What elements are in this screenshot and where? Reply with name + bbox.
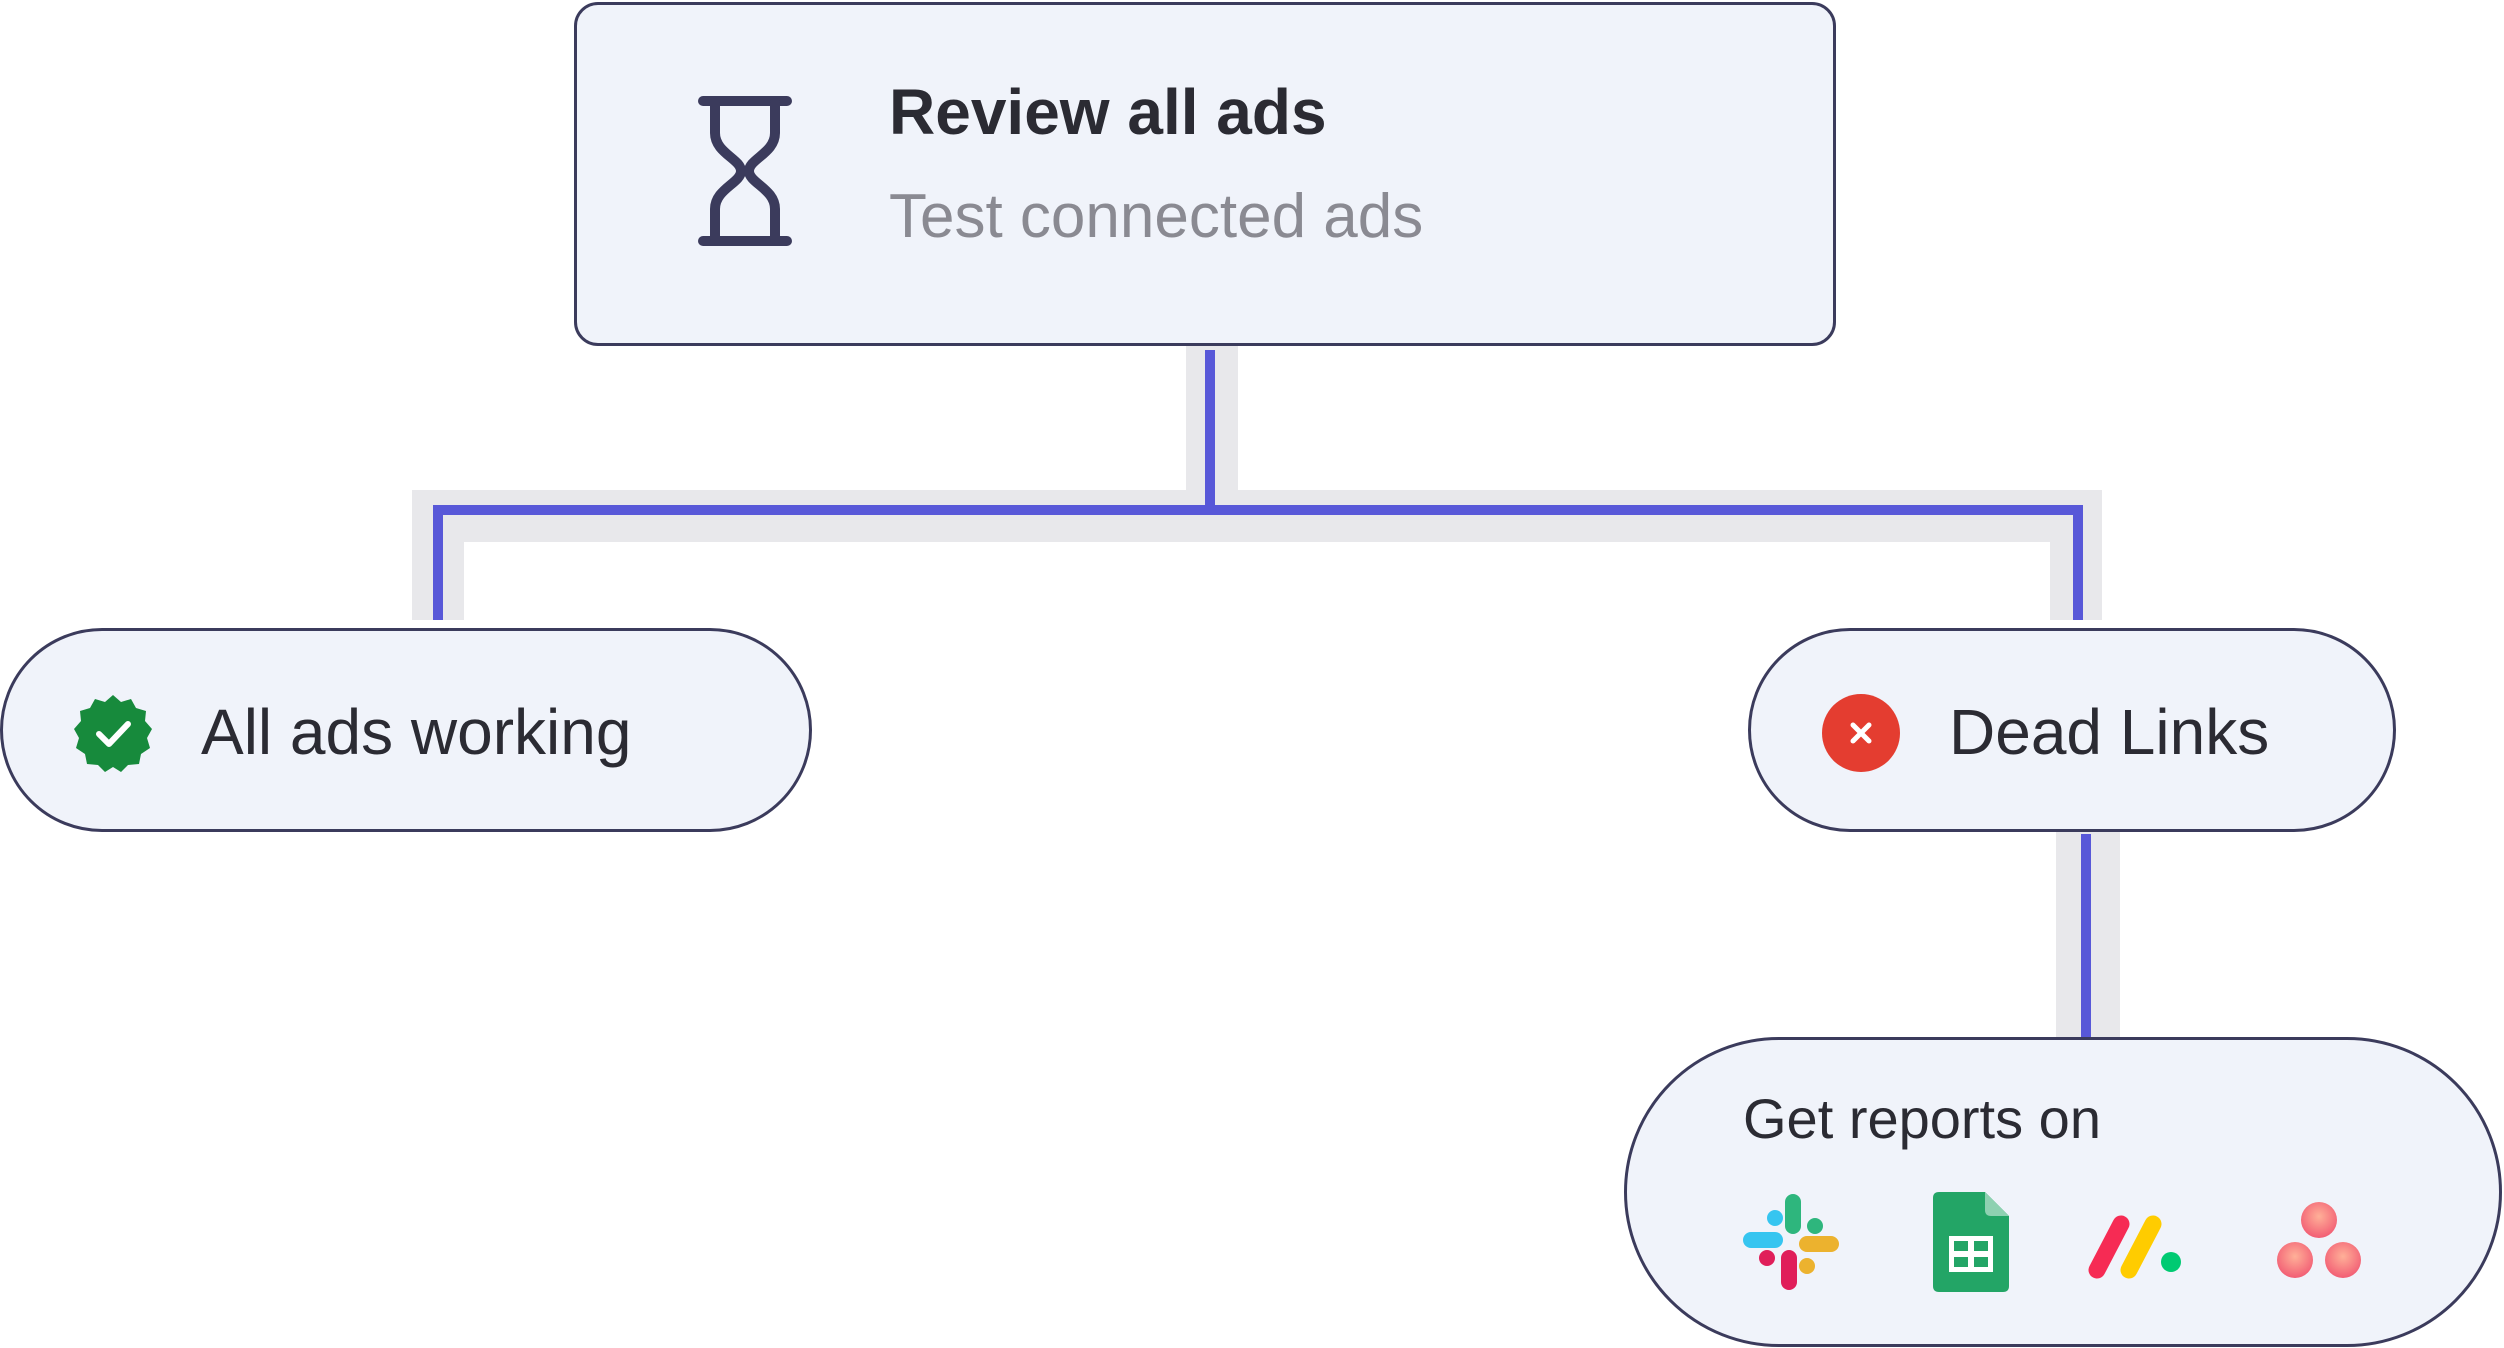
all-ads-working-node[interactable]: All ads working: [0, 628, 812, 832]
dead-links-node[interactable]: Dead Links: [1748, 628, 2396, 832]
monday-icon[interactable]: [2083, 1190, 2187, 1294]
step-title: Review all ads: [889, 76, 1327, 148]
hourglass-icon: [698, 96, 792, 246]
asana-icon[interactable]: [2267, 1190, 2371, 1294]
failure-label: Dead Links: [1949, 696, 2270, 768]
error-x-icon: [1822, 694, 1900, 772]
reports-label: Get reports on: [1743, 1087, 2101, 1150]
google-sheets-icon[interactable]: [1919, 1190, 2023, 1294]
reports-node[interactable]: Get reports on: [1624, 1037, 2502, 1347]
review-ads-step[interactable]: Review all ads Test connected ads: [574, 2, 1836, 346]
slack-icon[interactable]: [1739, 1190, 1843, 1294]
success-label: All ads working: [201, 696, 632, 768]
verified-check-icon: [74, 695, 152, 772]
connector-lines: [433, 350, 2091, 1038]
step-subtitle: Test connected ads: [889, 182, 1424, 251]
